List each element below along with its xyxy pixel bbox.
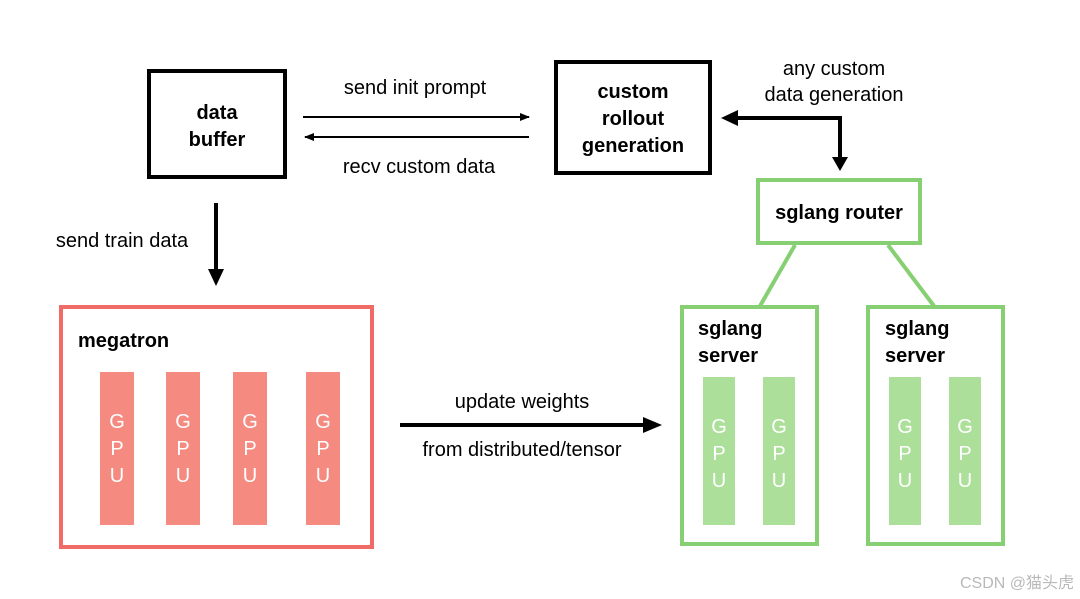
router-to-server-2-connector: [886, 243, 936, 308]
gpu-letter: P: [316, 438, 329, 460]
gpu-letter: U: [712, 470, 726, 492]
arrowhead-left: [721, 110, 738, 126]
update-weights-arrowhead: [643, 417, 662, 433]
custom-rollout-node: custom rollout generation: [554, 60, 712, 175]
arrowhead-down: [832, 157, 848, 171]
megatron-label: megatron: [78, 330, 169, 352]
gpu-letter: U: [243, 465, 257, 487]
data-buffer-label-line1: data: [196, 102, 238, 124]
gpu-letter: G: [711, 416, 727, 438]
gpu-letter: U: [176, 465, 190, 487]
megatron-node: megatron G P U G P U G P U G P U: [59, 305, 374, 549]
gpu-letter: P: [110, 438, 123, 460]
sglang-server-1-label-line2: server: [698, 345, 758, 367]
send-train-data-edge: send train data: [56, 203, 224, 286]
megatron-gpu-3: G P U: [233, 372, 267, 525]
send-init-prompt-edge: send init prompt: [303, 77, 530, 121]
gpu-letter: P: [176, 438, 189, 460]
sglang-server-1-gpu-1: G P U: [703, 377, 735, 525]
any-custom-data-generation-edge: any custom data generation: [721, 58, 904, 171]
custom-rollout-label-line2: rollout: [602, 108, 665, 130]
any-custom-label-line2: data generation: [764, 84, 903, 106]
sglang-server-2-gpu-2: G P U: [949, 377, 981, 525]
update-weights-label-line1: update weights: [455, 391, 590, 413]
gpu-letter: G: [109, 411, 125, 433]
send-init-prompt-label: send init prompt: [344, 77, 487, 99]
gpu-letter: U: [316, 465, 330, 487]
data-buffer-node: data buffer: [147, 69, 287, 179]
gpu-letter: P: [772, 443, 785, 465]
any-custom-label-line1: any custom: [783, 58, 885, 80]
megatron-gpu-2: G P U: [166, 372, 200, 525]
update-weights-edge: update weights from distributed/tensor: [400, 391, 662, 461]
gpu-letter: P: [712, 443, 725, 465]
gpu-letter: G: [315, 411, 331, 433]
gpu-letter: G: [897, 416, 913, 438]
watermark: CSDN @猫头虎: [960, 574, 1074, 592]
gpu-letter: G: [242, 411, 258, 433]
send-train-data-arrowhead: [208, 269, 224, 286]
elbow-connector: [738, 116, 842, 158]
gpu-letter: P: [958, 443, 971, 465]
gpu-letter: G: [175, 411, 191, 433]
gpu-letter: U: [958, 470, 972, 492]
sglang-server-1-gpu-2: G P U: [763, 377, 795, 525]
megatron-gpu-4: G P U: [306, 372, 340, 525]
recv-custom-data-label: recv custom data: [343, 156, 496, 178]
gpu-letter: P: [898, 443, 911, 465]
sglang-server-1-label-line1: sglang: [698, 318, 762, 340]
gpu-letter: G: [957, 416, 973, 438]
send-train-data-label: send train data: [56, 230, 189, 252]
recv-custom-data-edge: recv custom data: [304, 133, 529, 178]
gpu-letter: G: [771, 416, 787, 438]
custom-rollout-label-line1: custom: [597, 81, 668, 103]
sglang-router-label: sglang router: [775, 202, 903, 224]
gpu-letter: U: [772, 470, 786, 492]
gpu-letter: U: [898, 470, 912, 492]
gpu-letter: P: [243, 438, 256, 460]
sglang-server-2-label-line1: sglang: [885, 318, 949, 340]
gpu-letter: U: [110, 465, 124, 487]
sglang-router-node: sglang router: [756, 178, 922, 245]
sglang-server-2-node: sglang server G P U G P U: [866, 305, 1005, 546]
data-buffer-label-line2: buffer: [189, 129, 246, 151]
sglang-server-1-node: sglang server G P U G P U: [680, 305, 819, 546]
sglang-server-2-gpu-1: G P U: [889, 377, 921, 525]
megatron-gpu-1: G P U: [100, 372, 134, 525]
router-to-server-1-connector: [758, 244, 797, 307]
sglang-server-2-label-line2: server: [885, 345, 945, 367]
update-weights-label-line2: from distributed/tensor: [423, 439, 622, 461]
custom-rollout-label-line3: generation: [582, 135, 684, 157]
